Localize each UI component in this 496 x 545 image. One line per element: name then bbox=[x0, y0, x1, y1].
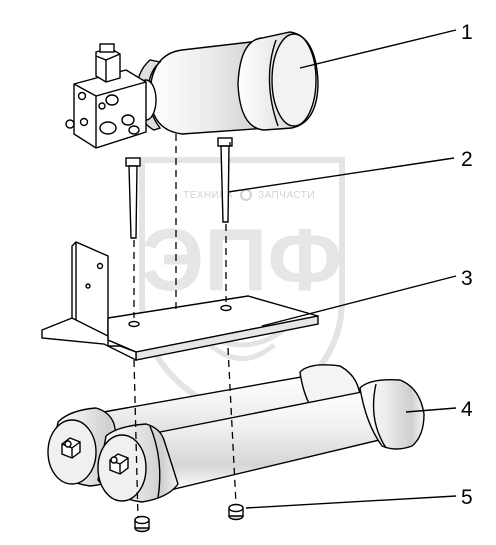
bolt-left bbox=[125, 157, 141, 239]
watermark-left-text: ТЕХНИКА bbox=[183, 190, 233, 201]
leader-5 bbox=[245, 495, 457, 509]
bracket-mount-hole bbox=[128, 320, 140, 328]
leader-4 bbox=[405, 407, 457, 413]
valve-side-fitting bbox=[65, 119, 75, 129]
leader-1 bbox=[299, 29, 457, 69]
valve-fitting bbox=[105, 94, 119, 106]
bracket-hole bbox=[96, 262, 104, 270]
valve-top-fitting bbox=[95, 47, 121, 83]
watermark-gear-icon bbox=[240, 189, 252, 201]
callout-3: 3 bbox=[461, 267, 473, 290]
callout-2: 2 bbox=[461, 148, 473, 171]
callout-labels: 1 2 3 4 5 bbox=[461, 21, 473, 509]
watermark: ТЕХНИКА ЗАПЧАСТИ ЭПФ bbox=[139, 157, 345, 424]
part-2-bolts bbox=[125, 137, 233, 239]
assembly-axis-lines bbox=[133, 134, 237, 519]
bolt-right bbox=[217, 137, 233, 223]
leader-2 bbox=[227, 157, 455, 193]
cylinder-front bbox=[97, 378, 425, 503]
cylinder-back-nut bbox=[61, 437, 81, 459]
leader-lines bbox=[227, 29, 457, 509]
valve-port bbox=[77, 91, 87, 101]
valve-fitting bbox=[128, 125, 140, 135]
callout-5: 5 bbox=[461, 486, 473, 509]
valve-fitting bbox=[121, 114, 135, 126]
callout-1: 1 bbox=[461, 21, 473, 44]
valve-fitting bbox=[99, 121, 117, 135]
watermark-main-text: ЭПФ bbox=[142, 210, 343, 309]
nut-right bbox=[228, 503, 244, 521]
valve-port bbox=[79, 117, 89, 127]
callout-4: 4 bbox=[461, 398, 473, 421]
nut-left bbox=[134, 515, 150, 533]
bracket-left-tab bbox=[41, 317, 137, 362]
valve-block bbox=[73, 69, 147, 149]
bracket-hole bbox=[85, 283, 91, 289]
bracket-mount-hole bbox=[220, 304, 232, 312]
part-3-bracket bbox=[41, 241, 319, 362]
leader-3 bbox=[261, 275, 457, 327]
part-1-motor-assembly bbox=[65, 31, 319, 149]
valve-top-cap bbox=[99, 43, 115, 53]
motor-end-face bbox=[271, 33, 317, 127]
part-5-nuts bbox=[134, 503, 244, 533]
watermark-right-text: ЗАПЧАСТИ bbox=[258, 190, 315, 201]
cylinder-front-right-cap bbox=[359, 378, 425, 450]
part-4-cylinders bbox=[47, 364, 425, 503]
cylinder-front-nut bbox=[109, 453, 129, 475]
valve-port bbox=[98, 102, 106, 110]
